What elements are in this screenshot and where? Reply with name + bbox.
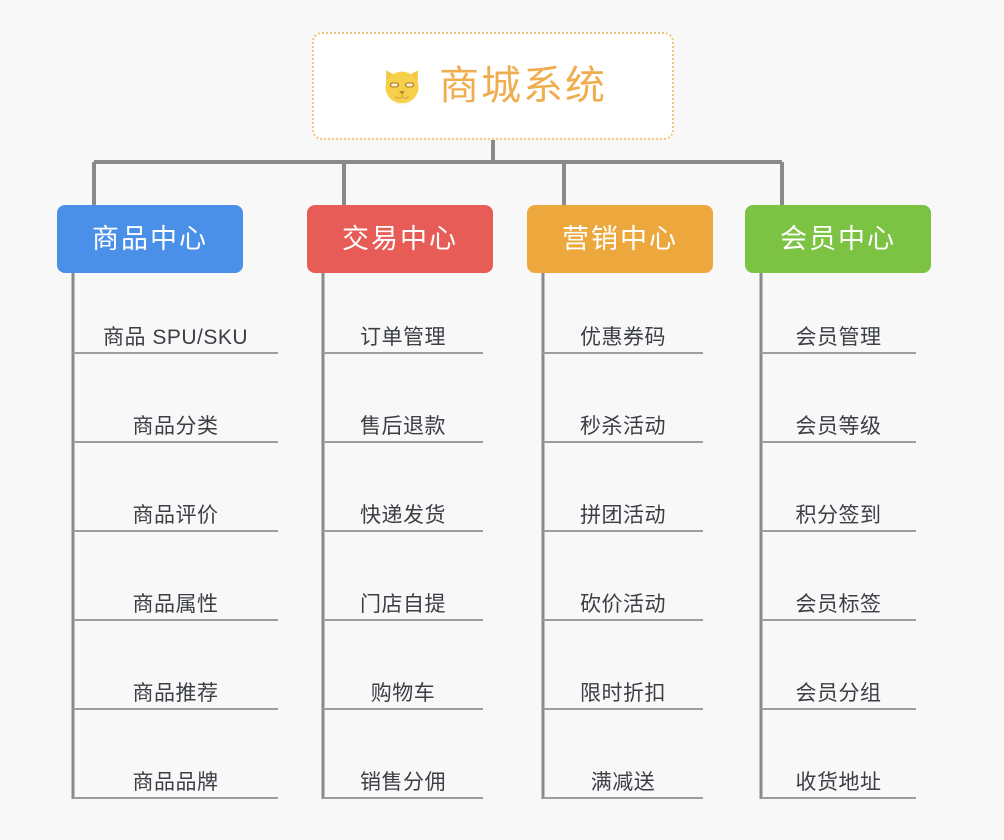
leaf-item-label: 售后退款	[360, 415, 446, 438]
leaf-item-label: 砍价活动	[580, 593, 666, 616]
shiba-dog-icon	[385, 70, 419, 105]
leaf-item-label: 门店自提	[360, 593, 446, 616]
category-node-4[interactable]: 会员中心	[745, 205, 931, 273]
leaf-item-label: 拼团活动	[580, 504, 666, 527]
leaf-item-label: 快递发货	[360, 504, 446, 527]
leaf-item-label: 会员分组	[795, 682, 882, 705]
leaf-item[interactable]: 会员分组	[761, 660, 916, 710]
leaf-item[interactable]: 商品属性	[73, 571, 278, 621]
leaf-item-label: 限时折扣	[580, 682, 666, 705]
root-title: 商城系统	[439, 64, 607, 108]
leaf-item-label: 商品推荐	[132, 682, 219, 705]
leaf-item-label: 购物车	[370, 682, 436, 705]
leaf-item[interactable]: 收货地址	[761, 749, 916, 799]
leaf-item[interactable]: 限时折扣	[543, 660, 703, 710]
category-label: 会员中心	[780, 223, 896, 254]
leaf-item[interactable]: 会员等级	[761, 393, 916, 443]
leaf-item[interactable]: 订单管理	[323, 304, 483, 354]
leaf-item-label: 积分签到	[795, 504, 882, 527]
leaf-item-label: 商品 SPU/SKU	[102, 326, 249, 349]
leaf-item-label: 秒杀活动	[580, 415, 666, 438]
leaf-item[interactable]: 优惠券码	[543, 304, 703, 354]
category-label: 商品中心	[92, 223, 208, 254]
leaf-item-label: 商品品牌	[132, 771, 219, 794]
leaf-item[interactable]: 购物车	[323, 660, 483, 710]
leaf-item[interactable]: 积分签到	[761, 482, 916, 532]
leaf-item[interactable]: 会员标签	[761, 571, 916, 621]
root-node[interactable]: 商城系统	[312, 32, 674, 140]
leaf-item-label: 会员等级	[795, 415, 882, 438]
leaf-item[interactable]: 商品 SPU/SKU	[73, 304, 278, 354]
category-label: 营销中心	[562, 223, 678, 254]
leaf-item-label: 会员标签	[795, 593, 882, 616]
leaf-item-label: 销售分佣	[360, 771, 446, 794]
leaf-item[interactable]: 拼团活动	[543, 482, 703, 532]
leaf-item-label: 优惠券码	[580, 326, 666, 349]
leaf-item[interactable]: 砍价活动	[543, 571, 703, 621]
leaf-item-label: 满减送	[590, 771, 656, 794]
leaf-item[interactable]: 售后退款	[323, 393, 483, 443]
leaf-item[interactable]: 商品品牌	[73, 749, 278, 799]
leaf-item[interactable]: 商品评价	[73, 482, 278, 532]
leaf-item-label: 商品评价	[132, 504, 219, 527]
leaf-item[interactable]: 会员管理	[761, 304, 916, 354]
leaf-item-label: 收货地址	[795, 771, 882, 794]
category-node-2[interactable]: 交易中心	[307, 205, 493, 273]
leaf-item[interactable]: 秒杀活动	[543, 393, 703, 443]
leaf-item[interactable]: 门店自提	[323, 571, 483, 621]
leaf-item-label: 会员管理	[795, 326, 882, 349]
leaf-item-label: 商品属性	[132, 593, 219, 616]
category-node-1[interactable]: 商品中心	[57, 205, 243, 273]
category-label: 交易中心	[342, 223, 458, 254]
leaf-item[interactable]: 满减送	[543, 749, 703, 799]
leaf-item-label: 订单管理	[360, 326, 446, 349]
leaf-item-label: 商品分类	[132, 415, 219, 438]
leaf-item[interactable]: 销售分佣	[323, 749, 483, 799]
leaf-item[interactable]: 商品推荐	[73, 660, 278, 710]
leaf-item[interactable]: 快递发货	[323, 482, 483, 532]
category-node-3[interactable]: 营销中心	[527, 205, 713, 273]
leaf-item[interactable]: 商品分类	[73, 393, 278, 443]
